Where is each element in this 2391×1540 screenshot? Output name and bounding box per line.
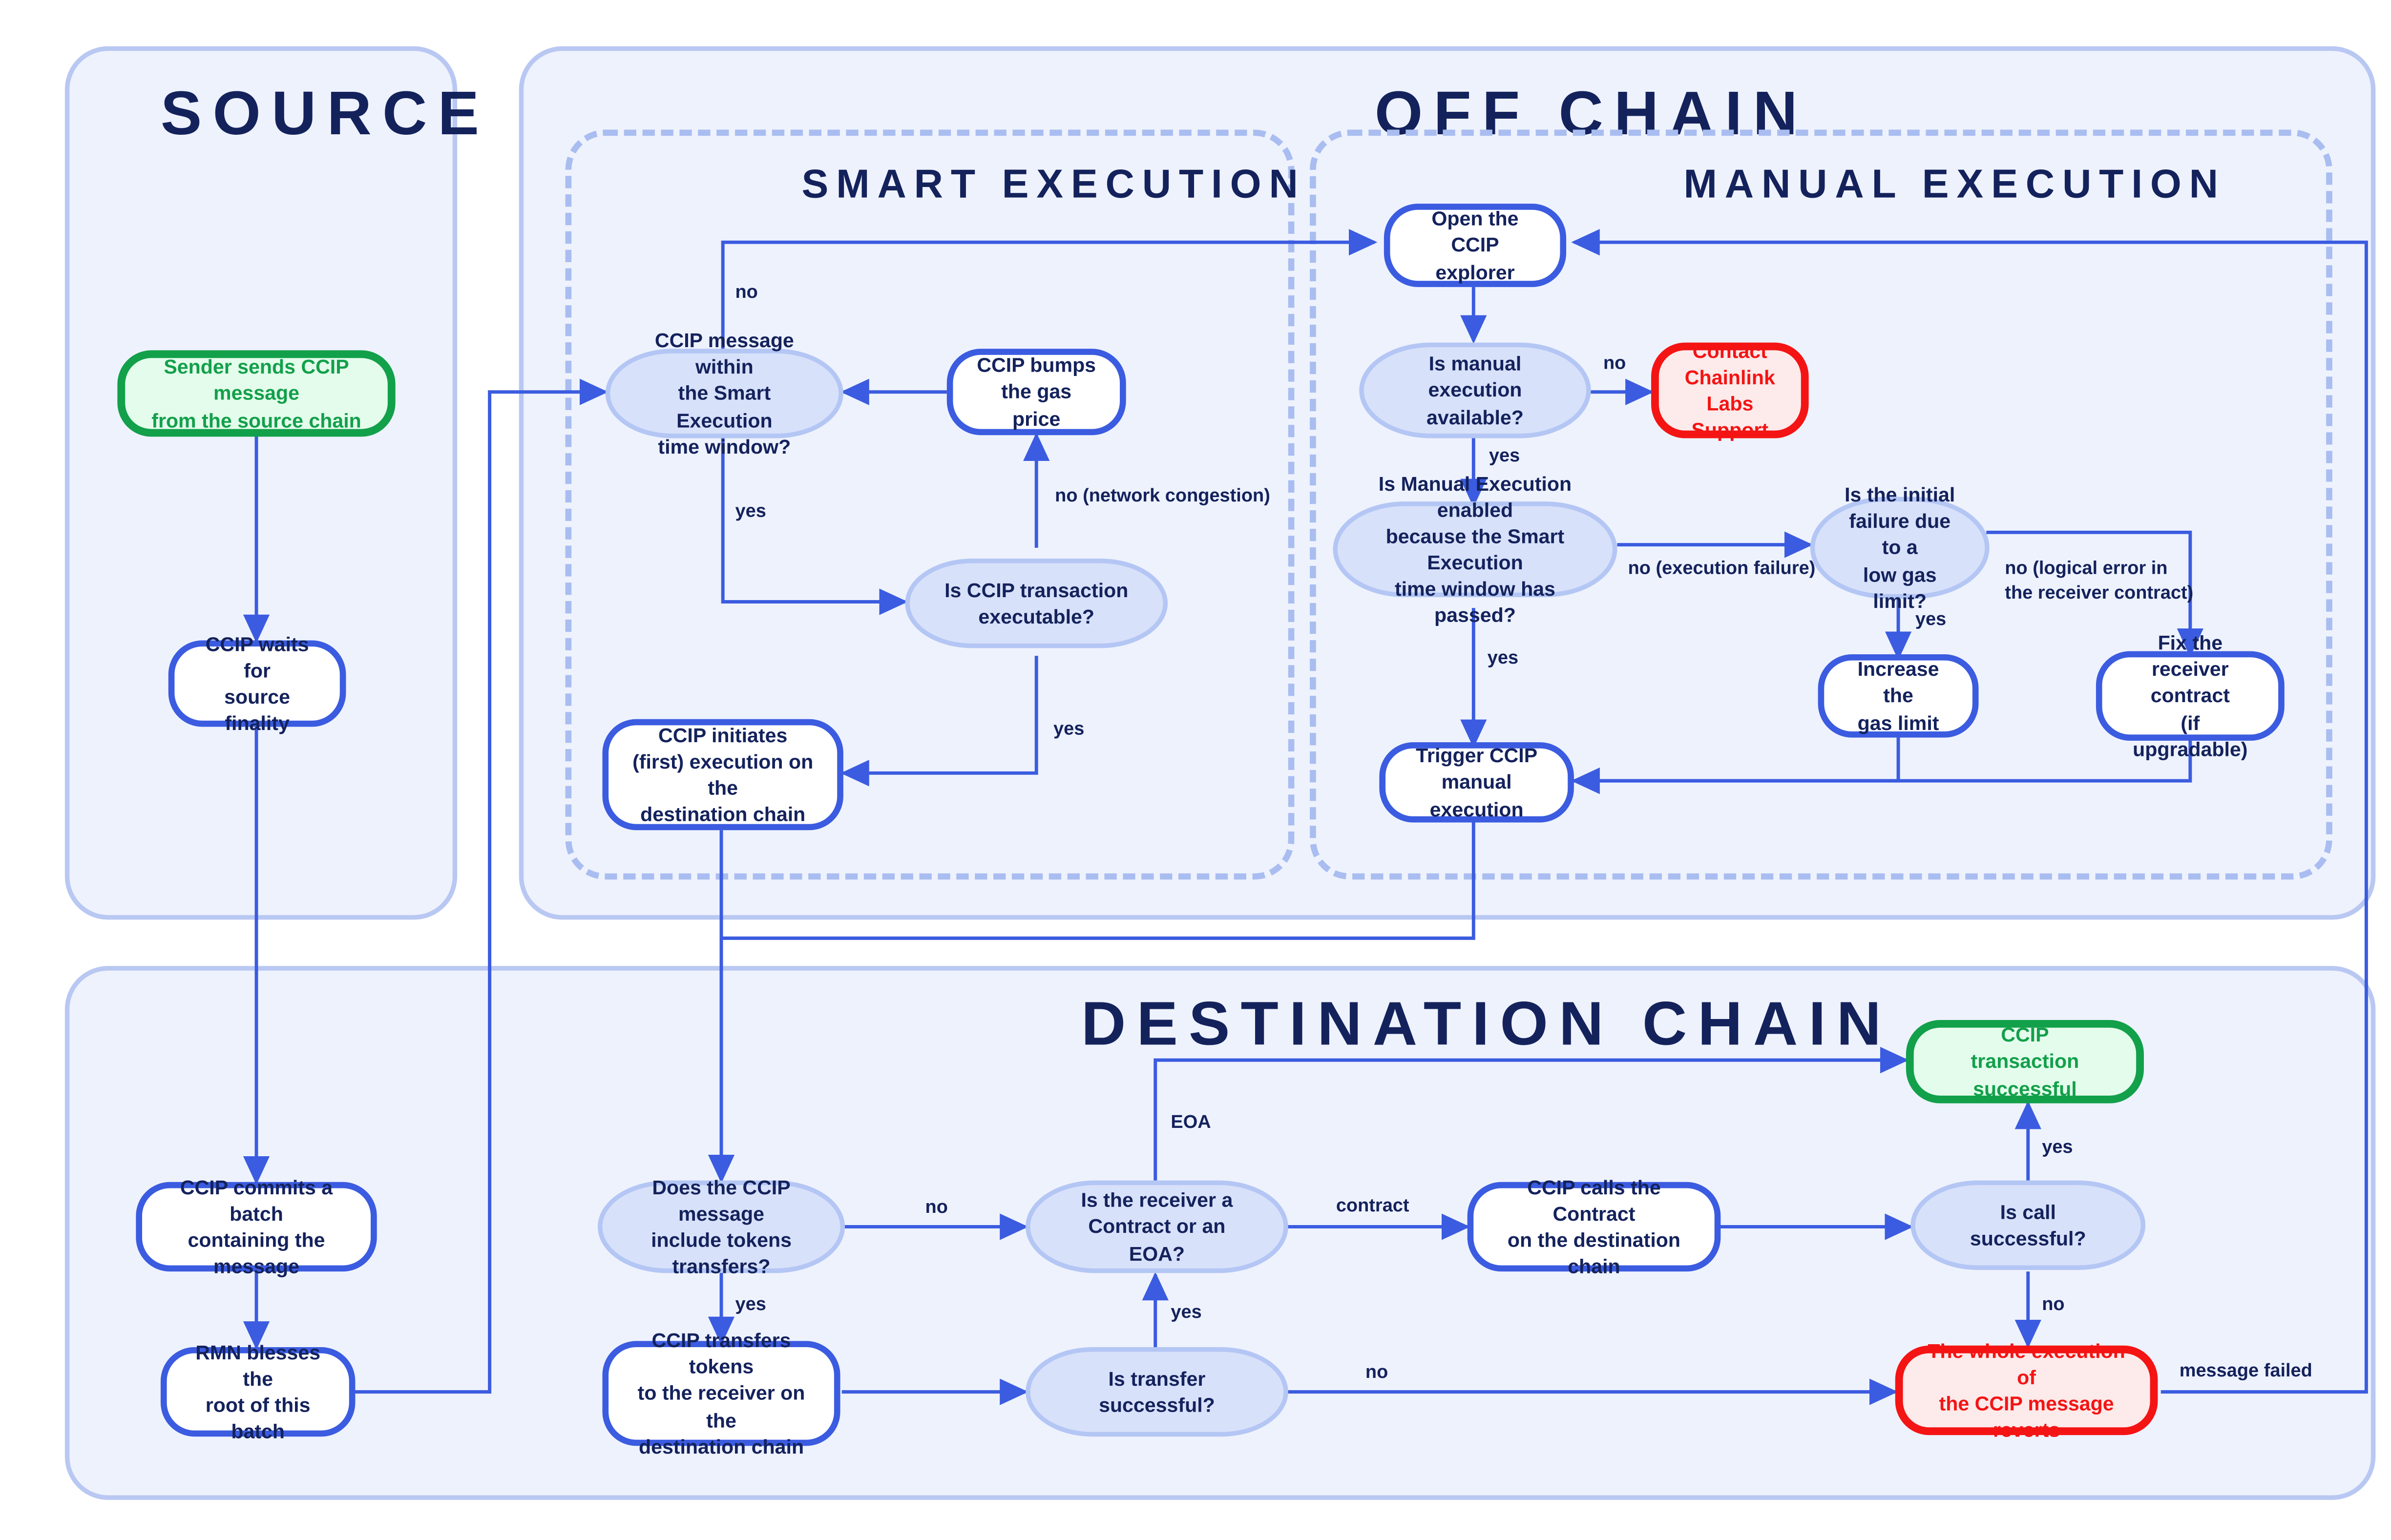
edge-label-network-congestion: no (network congestion) — [1055, 484, 1270, 506]
node-receiver-type[interactable]: Is the receiver a Contract or an EOA? — [1026, 1180, 1288, 1273]
edge-label-manual-no: no — [1603, 352, 1626, 374]
lane-title-off-chain: OFF CHAIN — [1374, 80, 1808, 148]
node-bumps-gas[interactable]: CCIP bumps the gas price — [946, 349, 1126, 436]
node-contact-support[interactable]: Contact Chainlink Labs Support — [1651, 339, 1809, 441]
node-transaction-successful[interactable]: CCIP transaction successful — [1906, 1020, 2144, 1103]
node-calls-contract[interactable]: CCIP calls the Contract on the destinati… — [1467, 1175, 1721, 1278]
node-whole-reverts[interactable]: The whole execution of the CCIP message … — [1895, 1339, 2158, 1441]
edge-label-message-failed: message failed — [2179, 1359, 2312, 1381]
node-increase-gas[interactable]: Increase the gas limit — [1818, 654, 1979, 738]
subgroup-smart-execution — [565, 129, 1295, 880]
edge-label-tokens-yes: yes — [735, 1293, 766, 1315]
node-transfers-tokens[interactable]: CCIP transfers tokens to the receiver on… — [602, 1329, 840, 1458]
edge-label-execution-failure: no (execution failure) — [1628, 557, 1816, 579]
edge-label-window-yes: yes — [735, 499, 766, 522]
node-open-explorer[interactable]: Open the CCIP explorer — [1384, 204, 1567, 287]
node-manual-available[interactable]: Is manual execution available? — [1359, 342, 1591, 438]
node-transfer-successful[interactable]: Is transfer successful? — [1026, 1347, 1288, 1437]
node-include-tokens[interactable]: Does the CCIP message include tokens tra… — [598, 1175, 845, 1278]
edge-label-transfer-no: no — [1365, 1361, 1388, 1383]
edge-label-tokens-no: no — [925, 1196, 948, 1218]
subgroup-manual-execution — [1310, 129, 2332, 880]
node-sender-sends[interactable]: Sender sends CCIP message from the sourc… — [117, 350, 396, 437]
node-trigger-manual[interactable]: Trigger CCIP manual execution — [1379, 742, 1574, 823]
edge-label-window-no: no — [735, 281, 758, 303]
node-initiates-execution[interactable]: CCIP initiates (first) execution on the … — [602, 719, 843, 831]
edge-label-call-no: no — [2042, 1293, 2065, 1315]
subgroup-title-smart-execution: SMART EXECUTION — [801, 160, 1306, 207]
node-waits-finality[interactable]: CCIP waits for source finality — [168, 632, 346, 735]
lane-title-destination-chain: DESTINATION CHAIN — [1081, 990, 1892, 1059]
edge-label-gas-limit-yes: yes — [1915, 608, 1947, 630]
node-manual-enabled[interactable]: Is Manual Execution enabled because the … — [1333, 472, 1617, 627]
edge-label-transfer-yes: yes — [1171, 1301, 1202, 1323]
edge-label-logical-error: no (logical error in the receiver contra… — [2005, 557, 2194, 604]
node-call-successful[interactable]: Is call successful? — [1910, 1180, 2146, 1270]
node-within-window[interactable]: CCIP message within the Smart Execution … — [605, 329, 843, 458]
edge-label-call-yes: yes — [2042, 1135, 2073, 1158]
edge-label-manual-yes: yes — [1489, 444, 1520, 466]
node-commits-batch[interactable]: CCIP commits a batch containing the mess… — [136, 1175, 377, 1278]
node-initial-failure[interactable]: Is the initial failure due to a low gas … — [1810, 483, 1990, 612]
node-rmn-blesses[interactable]: RMN blesses the root of this batch — [160, 1340, 356, 1443]
edge-label-enabled-yes: yes — [1487, 646, 1519, 668]
edge-label-executable-yes: yes — [1053, 717, 1085, 739]
edge-label-contract: contract — [1336, 1194, 1409, 1216]
edge-label-eoa: EOA — [1171, 1111, 1211, 1133]
lane-source-chain — [64, 46, 458, 920]
node-tx-executable[interactable]: Is CCIP transaction executable? — [905, 559, 1168, 648]
node-fix-receiver[interactable]: Fix the receiver contract (if upgradable… — [2096, 631, 2285, 760]
subgroup-title-manual-execution: MANUAL EXECUTION — [1683, 160, 2226, 207]
